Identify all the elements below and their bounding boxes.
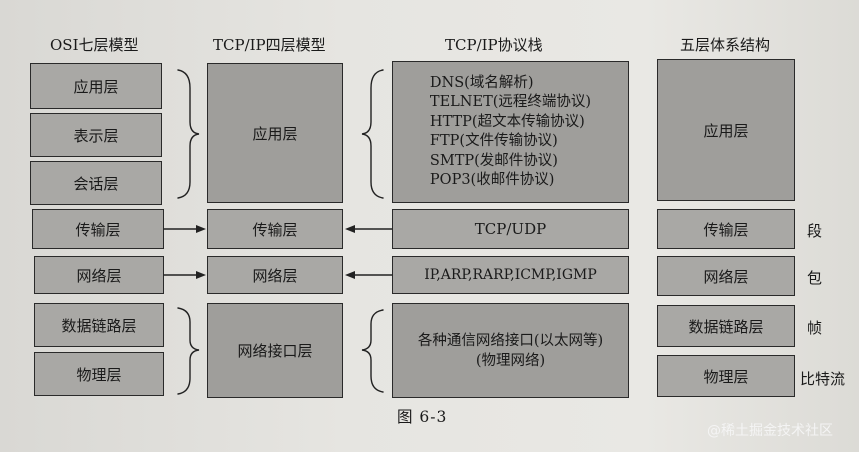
- protocol-network-box: IP,ARP,RARP,ICMP,IGMP: [392, 256, 629, 294]
- osi-layer-data-link: 数据链路层: [34, 303, 164, 347]
- tcpip-layer-network: 网络层: [207, 256, 343, 294]
- osi-layer-application: 应用层: [30, 63, 162, 109]
- osi-layer-label: 会话层: [73, 174, 119, 193]
- tcpip-layer-label: 应用层: [252, 124, 298, 143]
- five-layer-application: 应用层: [657, 59, 795, 201]
- arrowhead-icon: [196, 225, 206, 233]
- protocol-application-box: DNS(域名解析) TELNET(远程终端协议) HTTP(超文本传输协议) F…: [392, 61, 629, 203]
- five-layer-label: 数据链路层: [688, 317, 764, 336]
- data-unit-bitstream: 比特流: [800, 370, 846, 388]
- tcpip-layer-network-interface: 网络接口层: [207, 303, 343, 398]
- osi-layer-physical: 物理层: [34, 352, 164, 396]
- protocol-stack-header: TCP/IP协议栈: [445, 36, 543, 54]
- osi-layer-label: 应用层: [73, 77, 119, 96]
- data-unit-frame: 帧: [807, 319, 823, 337]
- five-layer-data-link: 数据链路层: [657, 305, 795, 347]
- watermark: @稀土掘金技术社区: [707, 423, 833, 439]
- osi-layer-session: 会话层: [30, 161, 162, 205]
- brace-protocol-lower: [361, 309, 384, 393]
- protocol-network-text: IP,ARP,RARP,ICMP,IGMP: [424, 267, 597, 283]
- five-layer-network: 网络层: [657, 256, 795, 296]
- interface-text: 各种通信网络接口(以太网等) (物理网络): [418, 331, 603, 371]
- interface-line: (物理网络): [475, 352, 546, 369]
- protocol-item: HTTP(超文本传输协议): [429, 113, 585, 130]
- tcpip-layer-label: 网络接口层: [237, 342, 313, 360]
- osi-layer-label: 网络层: [76, 266, 122, 285]
- osi-layer-network: 网络层: [34, 256, 164, 294]
- osi-header: OSI七层模型: [50, 36, 139, 54]
- protocol-item: POP3(收邮件协议): [429, 172, 555, 188]
- osi-layer-label: 表示层: [73, 126, 119, 145]
- tcpip-layer-label: 网络层: [252, 266, 298, 285]
- figure-caption: 图 6-3: [397, 408, 448, 426]
- protocol-item: DNS(域名解析): [429, 74, 534, 91]
- protocol-item: FTP(文件传输协议): [429, 133, 558, 149]
- protocol-item: SMTP(发邮件协议): [429, 152, 558, 169]
- data-unit-packet: 包: [807, 269, 823, 287]
- five-layer-label: 应用层: [703, 121, 749, 140]
- data-unit-segment: 段: [807, 222, 823, 240]
- brace-protocol-upper: [361, 69, 384, 199]
- osi-layer-label: 数据链路层: [61, 316, 137, 335]
- osi-layer-presentation: 表示层: [30, 113, 162, 157]
- arrowhead-icon: [196, 271, 206, 279]
- arrowhead-icon: [345, 271, 355, 279]
- protocol-transport-text: TCP/UDP: [474, 220, 547, 238]
- tcpip-layer-label: 传输层: [252, 220, 298, 239]
- brace-osi-lower: [177, 307, 200, 395]
- osi-layer-label: 传输层: [75, 220, 121, 239]
- five-layer-label: 网络层: [703, 267, 749, 286]
- protocol-item: TELNET(远程终端协议): [429, 94, 592, 110]
- five-layer-header: 五层体系结构: [680, 36, 771, 54]
- brace-osi-upper: [177, 69, 200, 199]
- protocol-interface-box: 各种通信网络接口(以太网等) (物理网络): [392, 303, 629, 398]
- tcpip-four-layer-header: TCP/IP四层模型: [213, 36, 326, 54]
- five-layer-transport: 传输层: [657, 209, 795, 249]
- five-layer-label: 物理层: [703, 367, 749, 386]
- protocol-transport-box: TCP/UDP: [392, 209, 629, 249]
- application-protocol-list: DNS(域名解析) TELNET(远程终端协议) HTTP(超文本传输协议) F…: [430, 74, 591, 191]
- five-layer-physical: 物理层: [657, 355, 795, 397]
- interface-line: 各种通信网络接口(以太网等): [417, 332, 604, 349]
- osi-layer-transport: 传输层: [32, 209, 164, 249]
- tcpip-layer-transport: 传输层: [207, 209, 343, 249]
- osi-layer-label: 物理层: [76, 365, 122, 384]
- five-layer-label: 传输层: [703, 220, 749, 239]
- arrowhead-icon: [345, 225, 355, 233]
- tcpip-layer-application: 应用层: [207, 63, 343, 203]
